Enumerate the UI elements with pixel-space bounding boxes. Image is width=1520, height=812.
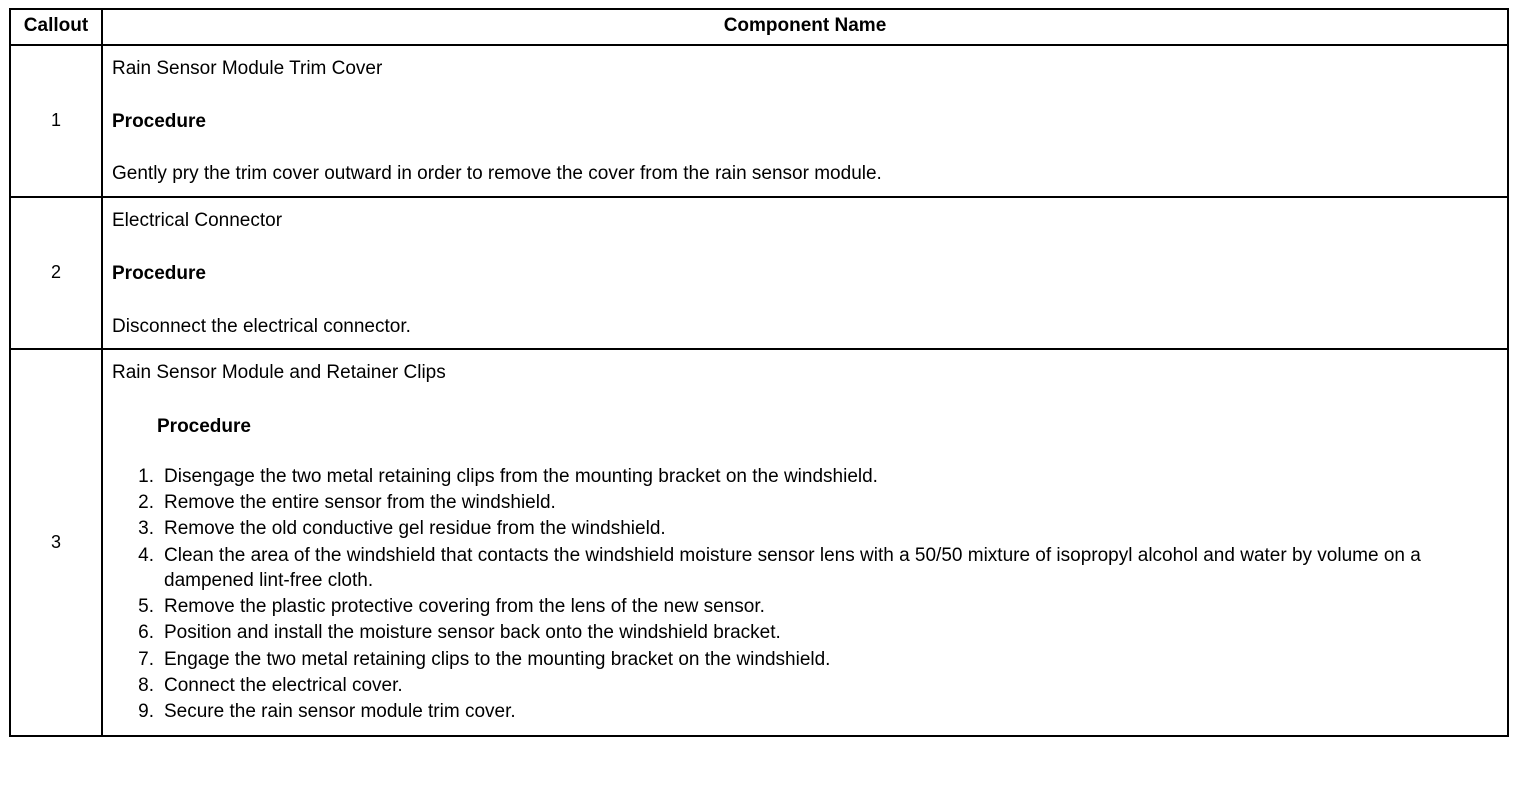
procedure-step-text: Remove the old conductive gel residue fr… bbox=[164, 518, 666, 540]
document-page: Callout Component Name 1 Rain Sensor Mod… bbox=[0, 8, 1520, 812]
procedure-step: Disengage the two metal retaining clips … bbox=[112, 464, 1499, 490]
component-procedure-table: Callout Component Name 1 Rain Sensor Mod… bbox=[9, 8, 1509, 738]
procedure-step: Remove the old conductive gel residue fr… bbox=[112, 516, 1499, 542]
column-header-component-name: Component Name bbox=[101, 8, 1509, 46]
procedure-step-text: Remove the entire sensor from the windsh… bbox=[164, 492, 556, 514]
component-cell: Electrical Connector Procedure Disconnec… bbox=[101, 196, 1509, 351]
procedure-step-text: Engage the two metal retaining clips to … bbox=[164, 648, 831, 670]
procedure-step: Remove the entire sensor from the windsh… bbox=[112, 490, 1499, 516]
procedure-step: Position and install the moisture sensor… bbox=[112, 620, 1499, 646]
procedure-step: Clean the area of the windshield that co… bbox=[112, 543, 1499, 594]
procedure-step-text: Secure the rain sensor module trim cover… bbox=[164, 701, 516, 723]
callout-number: 3 bbox=[9, 348, 103, 738]
table-row: 3 Rain Sensor Module and Retainer Clips … bbox=[9, 348, 1509, 738]
procedure-step-text: Connect the electrical cover. bbox=[164, 674, 403, 696]
component-title: Rain Sensor Module Trim Cover bbox=[112, 57, 383, 79]
procedure-description: Gently pry the trim cover outward in ord… bbox=[112, 163, 882, 185]
procedure-heading: Procedure bbox=[112, 110, 206, 132]
table-row: 1 Rain Sensor Module Trim Cover Procedur… bbox=[9, 43, 1509, 199]
component-title: Rain Sensor Module and Retainer Clips bbox=[112, 362, 446, 384]
component-title: Electrical Connector bbox=[112, 210, 283, 232]
procedure-step-text: Position and install the moisture sensor… bbox=[164, 622, 781, 644]
procedure-step: Connect the electrical cover. bbox=[112, 673, 1499, 699]
procedure-heading: Procedure bbox=[112, 262, 206, 284]
table-header-row: Callout Component Name bbox=[9, 8, 1509, 46]
callout-number: 2 bbox=[9, 196, 103, 351]
procedure-step-list: Disengage the two metal retaining clips … bbox=[112, 464, 1499, 725]
callout-number: 1 bbox=[9, 43, 103, 199]
procedure-step-text: Clean the area of the windshield that co… bbox=[164, 544, 1421, 591]
procedure-step-text: Remove the plastic protective covering f… bbox=[164, 596, 765, 618]
procedure-step: Secure the rain sensor module trim cover… bbox=[112, 699, 1499, 725]
procedure-description: Disconnect the electrical connector. bbox=[112, 315, 411, 337]
procedure-heading: Procedure bbox=[157, 416, 251, 438]
component-cell: Rain Sensor Module Trim Cover Procedure … bbox=[101, 43, 1509, 199]
procedure-step: Engage the two metal retaining clips to … bbox=[112, 647, 1499, 673]
component-cell: Rain Sensor Module and Retainer Clips Pr… bbox=[101, 348, 1509, 738]
column-header-callout: Callout bbox=[9, 8, 103, 46]
procedure-step: Remove the plastic protective covering f… bbox=[112, 594, 1499, 620]
procedure-step-text: Disengage the two metal retaining clips … bbox=[164, 465, 878, 487]
table-row: 2 Electrical Connector Procedure Disconn… bbox=[9, 196, 1509, 351]
